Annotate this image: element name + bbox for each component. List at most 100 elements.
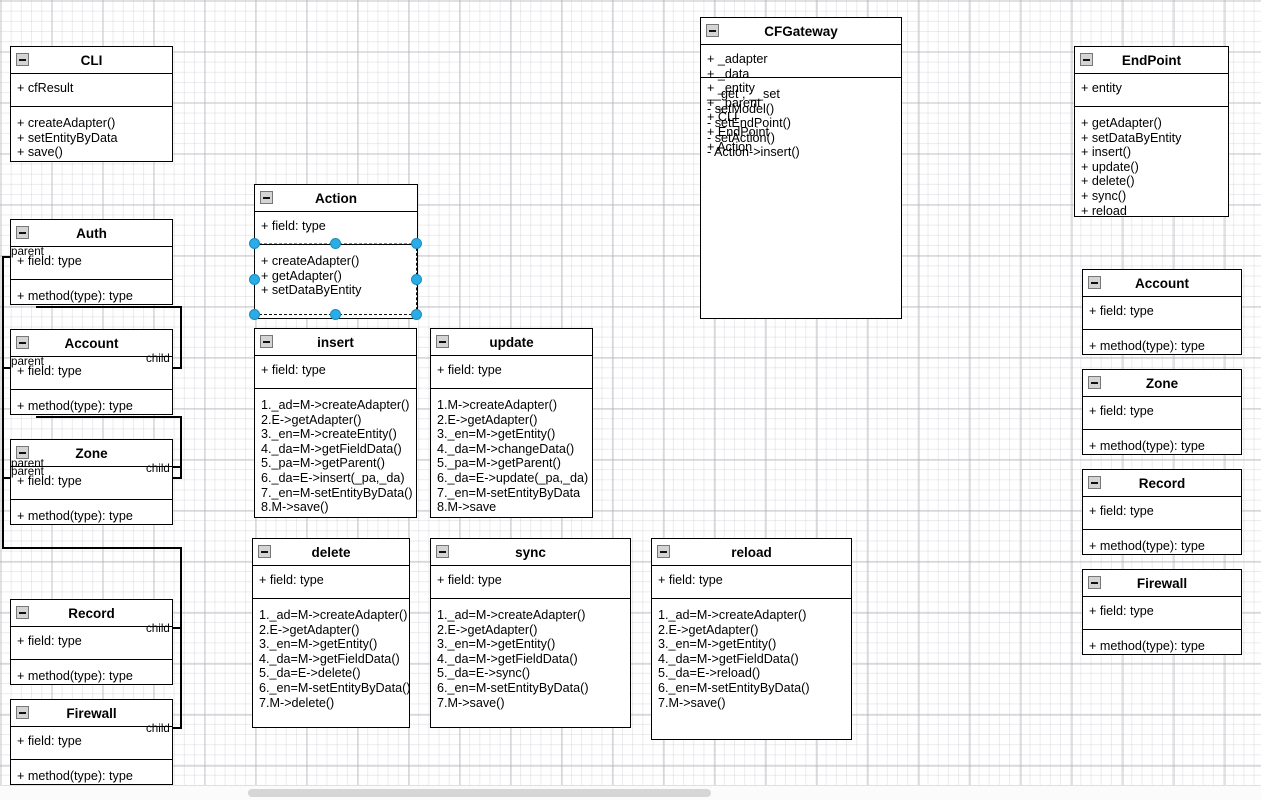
methods-compartment[interactable]: + method(type): type xyxy=(11,760,172,791)
uml-class-account-left[interactable]: Account+ field: type+ method(type): type xyxy=(10,329,173,415)
uml-class-record-left[interactable]: Record+ field: type+ method(type): type xyxy=(10,599,173,685)
attributes-compartment[interactable]: + field: type xyxy=(1083,597,1241,630)
methods-compartment[interactable]: + method(type): type xyxy=(1083,330,1241,361)
minus-square-icon[interactable] xyxy=(436,545,449,558)
uml-class-endpoint[interactable]: EndPoint+ entity+ getAdapter()+ setDataB… xyxy=(1074,46,1229,218)
attributes-compartment[interactable]: + field: type xyxy=(1083,297,1241,330)
uml-class-firewall-right[interactable]: Firewall+ field: type+ method(type): typ… xyxy=(1082,569,1242,655)
methods-compartment[interactable]: + createAdapter()+ setEntityByData+ save… xyxy=(11,107,172,167)
minus-square-icon[interactable] xyxy=(16,446,29,459)
method-line: 7.M->save() xyxy=(658,695,726,710)
association-end-label: child xyxy=(146,722,170,735)
association-end-label: child xyxy=(146,462,170,475)
method-line: 7._en=M-setEntityByData() xyxy=(261,485,413,500)
uml-class-firewall-left[interactable]: Firewall+ field: type+ method(type): typ… xyxy=(10,699,173,785)
attributes-compartment[interactable]: + field: type xyxy=(431,356,592,389)
attribute-line: + EndPoint xyxy=(707,124,769,139)
methods-compartment[interactable]: + method(type): type xyxy=(1083,630,1241,661)
class-header: Account xyxy=(1083,270,1241,297)
attributes-compartment[interactable]: + cfResult xyxy=(11,74,172,107)
minus-square-icon[interactable] xyxy=(436,335,449,348)
selection-handle-top-center[interactable] xyxy=(330,238,341,249)
uml-class-cli[interactable]: CLI+ cfResult+ createAdapter()+ setEntit… xyxy=(10,46,173,162)
attributes-compartment[interactable]: + field: type xyxy=(11,627,172,660)
minus-square-icon[interactable] xyxy=(1088,576,1101,589)
methods-compartment[interactable]: 1.M->createAdapter()2.E->getAdapter()3._… xyxy=(431,389,592,522)
method-line: - setAction() xyxy=(707,130,775,145)
class-name: EndPoint xyxy=(1121,53,1182,68)
minus-square-icon[interactable] xyxy=(16,336,29,349)
uml-class-cfgateway[interactable]: CFGateway+ _adapter+ _data+ _entity+ _pa… xyxy=(700,17,902,319)
attributes-compartment[interactable]: + field: type xyxy=(431,566,630,599)
minus-square-icon[interactable] xyxy=(1088,376,1101,389)
methods-compartment[interactable]: + method(type): type xyxy=(11,660,172,691)
uml-class-action[interactable]: Action+ field: type+ createAdapter()+ ge… xyxy=(254,184,418,319)
method-line: + sync() xyxy=(1081,188,1127,203)
methods-compartment[interactable]: + method(type): type xyxy=(1083,530,1241,561)
horizontal-scrollbar[interactable] xyxy=(0,785,1261,800)
uml-class-zone-left[interactable]: Zone+ field: type+ method(type): type xyxy=(10,439,173,525)
class-header: Firewall xyxy=(1083,570,1241,597)
method-line: 1.M->createAdapter() xyxy=(437,398,558,412)
minus-square-icon[interactable] xyxy=(260,191,273,204)
minus-square-icon[interactable] xyxy=(258,545,271,558)
attributes-compartment[interactable]: + field: type xyxy=(11,727,172,760)
methods-compartment[interactable]: 1._ad=M->createAdapter()2.E->getAdapter(… xyxy=(431,599,630,717)
attribute-line: + cfResult xyxy=(17,81,74,95)
method-line: 2.E->getAdapter() xyxy=(261,412,362,427)
selection-handle-bottom-left[interactable] xyxy=(249,309,260,320)
uml-class-zone-right[interactable]: Zone+ field: type+ method(type): type xyxy=(1082,369,1242,455)
selection-handle-top-left[interactable] xyxy=(249,238,260,249)
selection-handle-bottom-center[interactable] xyxy=(330,309,341,320)
methods-compartment[interactable]: + method(type): type xyxy=(11,500,172,531)
attributes-compartment[interactable]: + entity xyxy=(1075,74,1228,107)
attributes-compartment[interactable]: + _adapter+ _data+ _entity+ _parent+ CLI… xyxy=(701,45,901,154)
selection-handle-top-right[interactable] xyxy=(411,238,422,249)
attribute-line: + field: type xyxy=(1089,304,1154,318)
minus-square-icon[interactable] xyxy=(16,53,29,66)
methods-compartment[interactable]: + getAdapter()+ setDataByEntity+ insert(… xyxy=(1075,107,1228,225)
minus-square-icon[interactable] xyxy=(16,606,29,619)
attributes-compartment[interactable]: + field: type xyxy=(11,247,172,280)
association-end-label: child xyxy=(146,352,170,365)
minus-square-icon[interactable] xyxy=(260,335,273,348)
minus-square-icon[interactable] xyxy=(1080,53,1093,66)
attributes-compartment[interactable]: + field: type xyxy=(652,566,851,599)
methods-compartment[interactable]: + createAdapter()+ getAdapter()+ setData… xyxy=(255,245,417,305)
attributes-compartment[interactable]: + field: type xyxy=(1083,397,1241,430)
uml-class-auth[interactable]: Auth+ field: type+ method(type): type xyxy=(10,219,173,305)
class-name: Account xyxy=(1135,276,1189,291)
selection-handle-bottom-right[interactable] xyxy=(411,309,422,320)
minus-square-icon[interactable] xyxy=(657,545,670,558)
horizontal-scrollbar-thumb[interactable] xyxy=(248,789,711,797)
minus-square-icon[interactable] xyxy=(16,706,29,719)
minus-square-icon[interactable] xyxy=(1088,476,1101,489)
selection-handle-middle-left[interactable] xyxy=(249,274,260,285)
attributes-compartment[interactable]: + field: type xyxy=(1083,497,1241,530)
minus-square-icon[interactable] xyxy=(1088,276,1101,289)
methods-compartment[interactable]: + method(type): type xyxy=(1083,430,1241,461)
minus-square-icon[interactable] xyxy=(706,24,719,37)
attributes-compartment[interactable]: + field: type xyxy=(11,357,172,390)
methods-compartment[interactable]: __get , __set- setModel()- setEndPoint()… xyxy=(701,78,901,167)
selection-handle-middle-right[interactable] xyxy=(411,274,422,285)
methods-compartment[interactable]: + method(type): type xyxy=(11,390,172,421)
uml-class-record-right[interactable]: Record+ field: type+ method(type): type xyxy=(1082,469,1242,555)
association-end-label: parent xyxy=(11,355,44,368)
attributes-compartment[interactable]: + field: type xyxy=(11,467,172,500)
attributes-compartment[interactable]: + field: type xyxy=(253,566,409,599)
methods-compartment[interactable]: 1._ad=M->createAdapter()2.E->getAdapter(… xyxy=(255,389,416,522)
methods-compartment[interactable]: 1._ad=M->createAdapter()2.E->getAdapter(… xyxy=(652,599,851,717)
minus-square-icon[interactable] xyxy=(16,226,29,239)
methods-compartment[interactable]: 1._ad=M->createAdapter()2.E->getAdapter(… xyxy=(253,599,411,717)
class-header: delete xyxy=(253,539,409,566)
uml-class-account-right[interactable]: Account+ field: type+ method(type): type xyxy=(1082,269,1242,355)
methods-compartment[interactable]: + method(type): type xyxy=(11,280,172,311)
attributes-compartment[interactable]: + field: type xyxy=(255,356,416,389)
